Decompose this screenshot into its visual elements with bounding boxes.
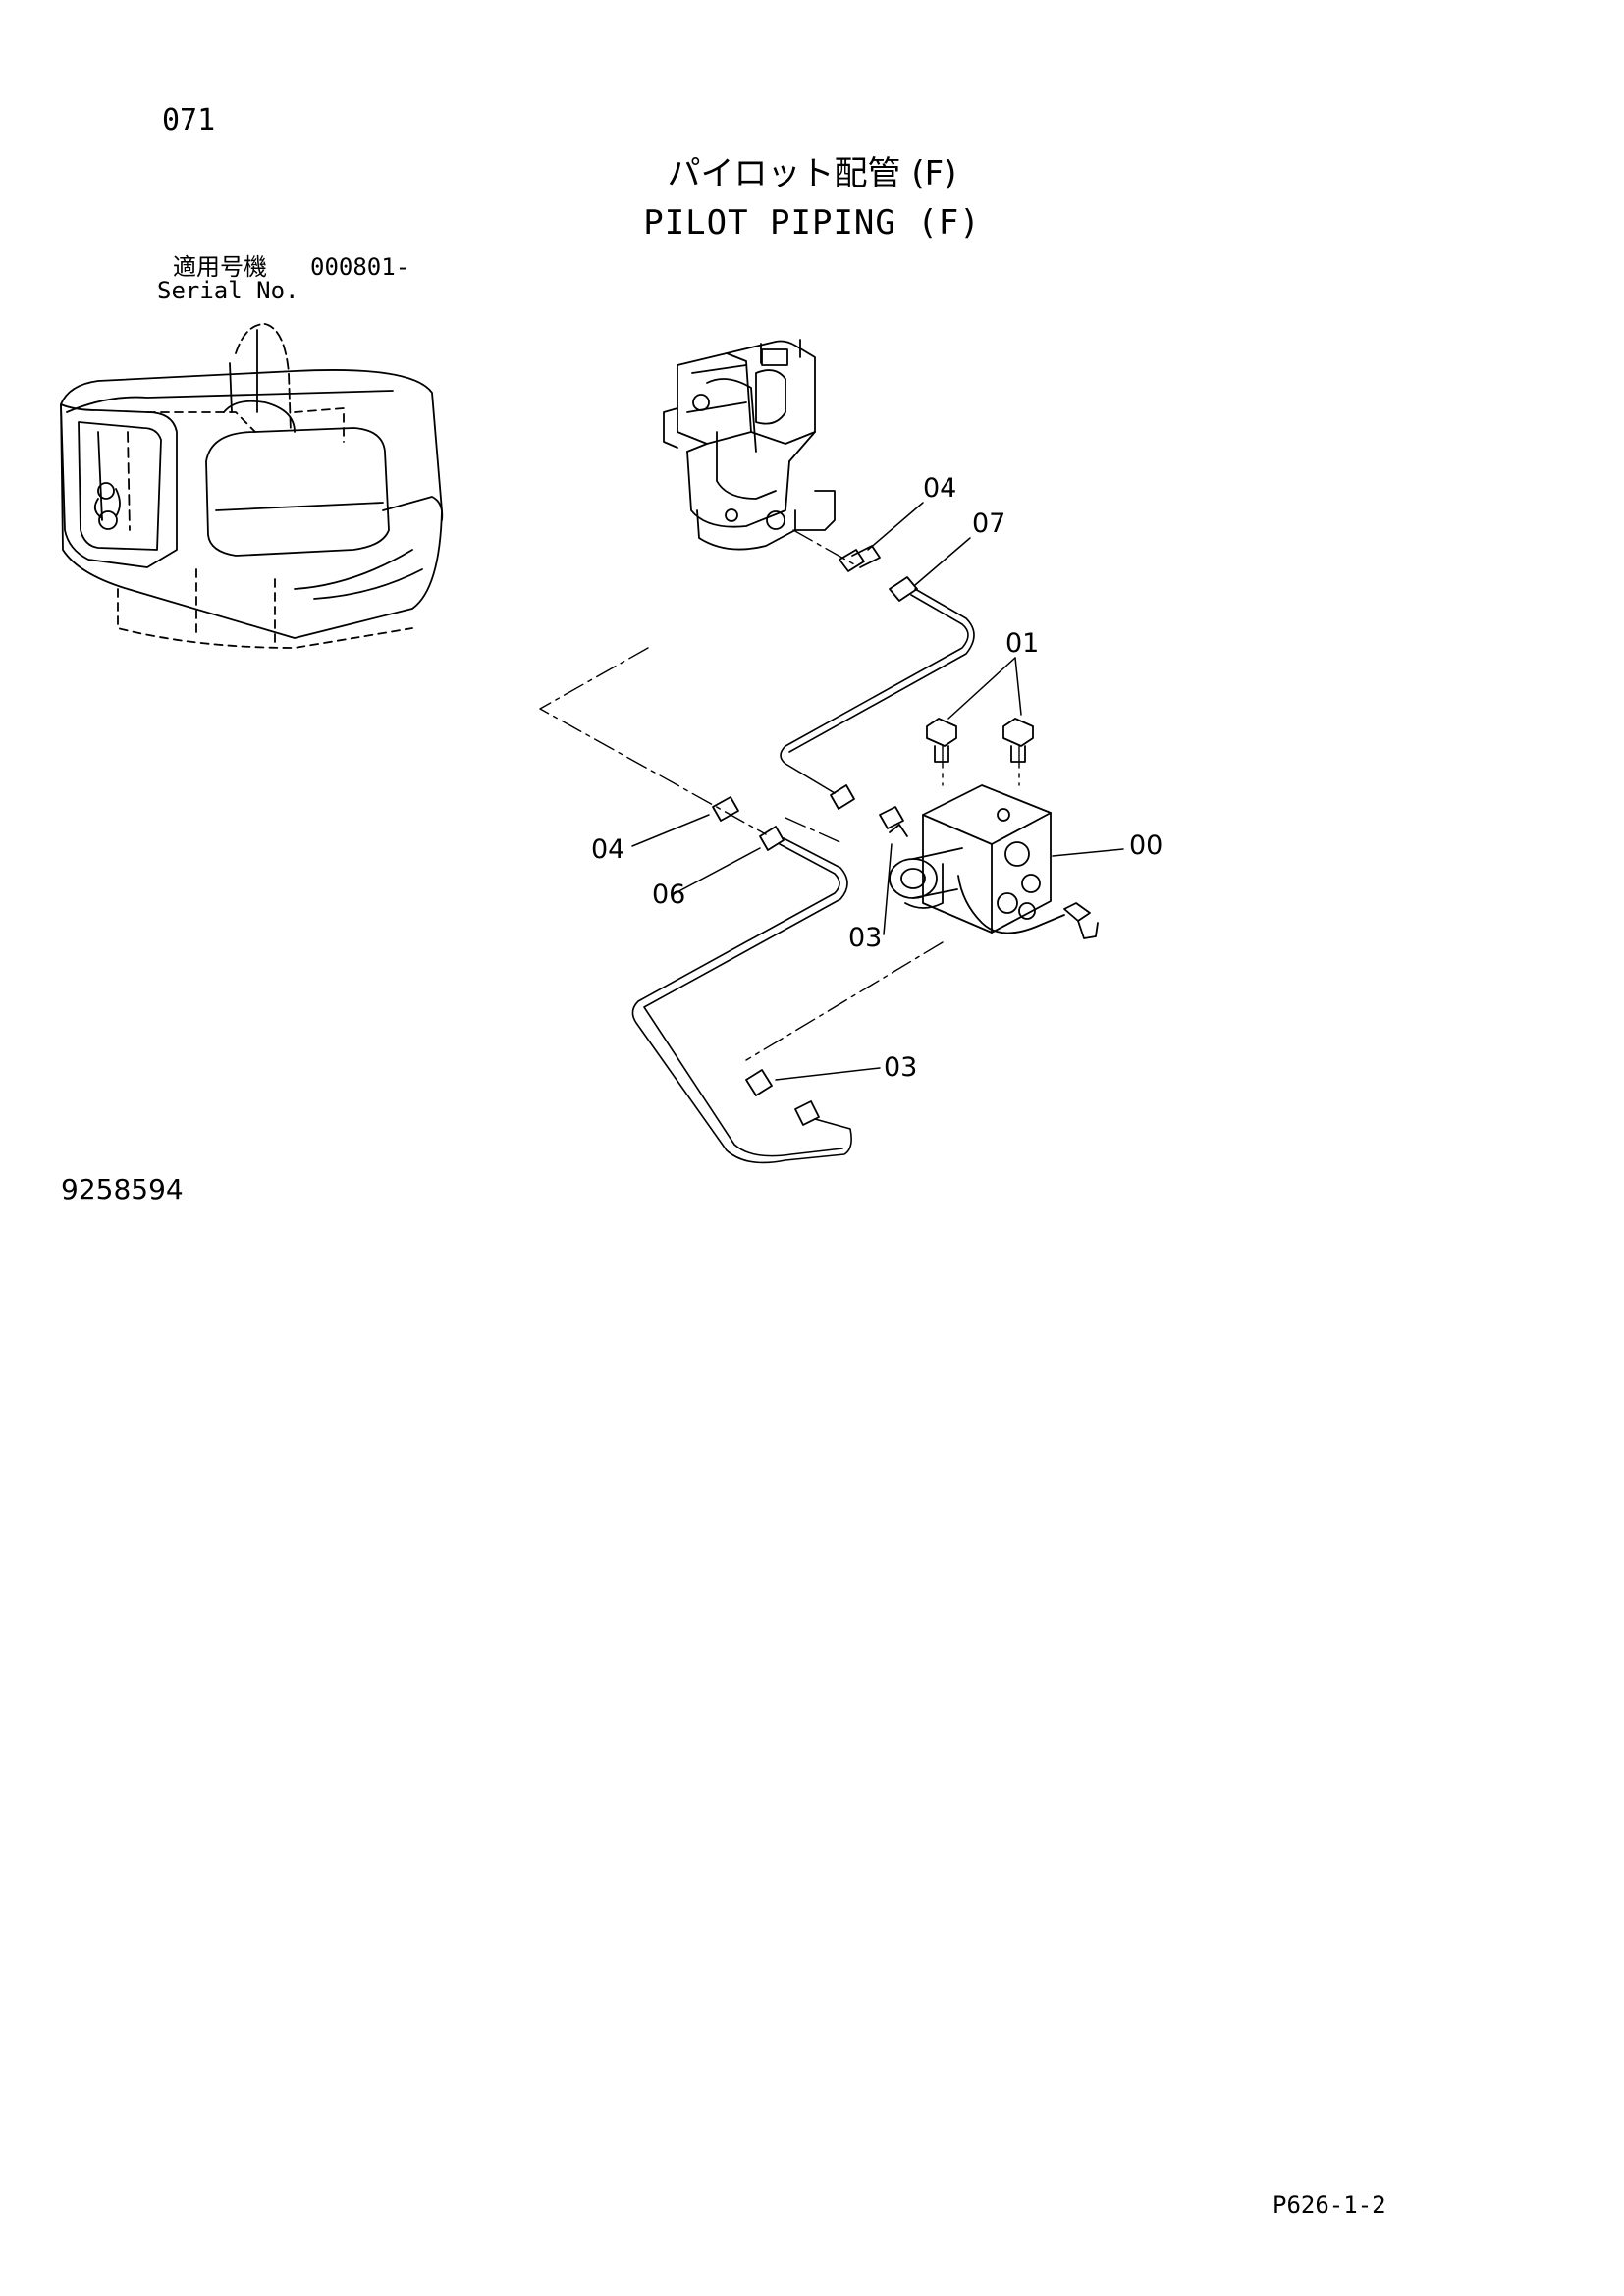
page-number: 071	[162, 103, 216, 137]
centerlines	[539, 529, 1020, 1061]
callout-00: 00	[1129, 830, 1164, 861]
pilot-valve-assembly	[663, 339, 836, 551]
serial-label-english: Serial No.	[157, 277, 299, 304]
serial-label-japanese: 適用号機	[173, 253, 267, 281]
callout-06: 06	[652, 880, 686, 910]
drawing-number: 9258594	[61, 1173, 184, 1205]
serial-range: 000801-	[310, 253, 410, 281]
solenoid-valve-block	[889, 784, 1099, 939]
callout-03-bottom: 03	[884, 1052, 918, 1083]
pilot-pipes	[631, 588, 975, 1164]
title-english: PILOT PIPING (F)	[643, 203, 981, 242]
callout-01: 01	[1005, 628, 1040, 659]
bolts	[926, 718, 1034, 763]
title-japanese: パイロット配管 (F)	[667, 154, 957, 193]
callout-04-left: 04	[591, 834, 625, 865]
callout-03-mid: 03	[848, 923, 883, 953]
machine-overview-thumbnail	[60, 323, 444, 649]
fittings	[712, 545, 918, 1126]
callout-04-top: 04	[923, 473, 957, 504]
leader-lines	[631, 502, 1124, 1081]
callout-07: 07	[972, 508, 1006, 539]
sheet-number: P626-1-2	[1272, 2191, 1386, 2218]
